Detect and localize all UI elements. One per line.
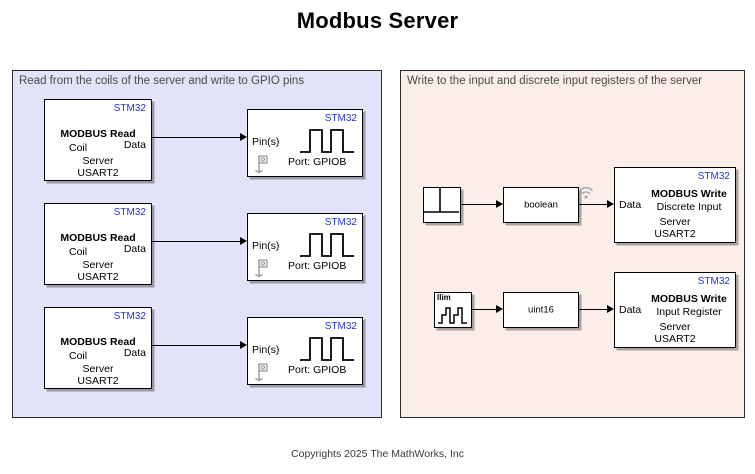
square-wave-icon bbox=[300, 129, 354, 153]
server-value: USART2 bbox=[77, 375, 119, 387]
source-label: Coil bbox=[69, 350, 88, 362]
block-title: MODBUS Write bbox=[651, 188, 727, 200]
arrowhead-boolean-in bbox=[496, 200, 503, 208]
gpio-write-block-3[interactable]: STM32 Pin(s) Port: GPIOB bbox=[247, 317, 363, 385]
repeating-sequence-stair-block[interactable]: llim bbox=[434, 292, 472, 328]
repeating-stair-icon bbox=[438, 307, 467, 324]
square-wave-icon bbox=[300, 233, 354, 257]
source-label: Coil bbox=[69, 142, 88, 154]
arrowhead-3 bbox=[240, 341, 247, 349]
output-port-data: Data bbox=[123, 347, 146, 359]
panel-left-caption: Read from the coils of the server and wr… bbox=[19, 75, 305, 87]
server-label: Server bbox=[659, 321, 691, 333]
target-label: Discrete Input bbox=[656, 201, 722, 213]
connection-line-stair-to-uint16 bbox=[472, 309, 496, 311]
modbus-write-discrete-input-block[interactable]: STM32 Data MODBUS Write Discrete Input S… bbox=[614, 167, 736, 243]
server-value: USART2 bbox=[654, 228, 696, 240]
block-title: MODBUS Read bbox=[60, 128, 136, 140]
arrowhead-2 bbox=[240, 237, 247, 245]
stm32-tag: STM32 bbox=[324, 113, 357, 124]
gpio-write-block-1[interactable]: STM32 Pin(s) Port: GPIOB bbox=[247, 109, 363, 177]
stm32-tag: STM32 bbox=[324, 217, 357, 228]
arrowhead-write-discrete-in bbox=[607, 200, 614, 208]
modbus-read-block-2[interactable]: STM32 MODBUS Read Coil Data Server USART… bbox=[44, 203, 152, 285]
converter-label: uint16 bbox=[528, 304, 554, 316]
server-label: Server bbox=[659, 216, 691, 228]
pin-flag-icon bbox=[254, 155, 268, 173]
connection-line-2 bbox=[152, 241, 240, 243]
data-type-conversion-boolean[interactable]: boolean bbox=[503, 187, 579, 223]
source-label: Coil bbox=[69, 246, 88, 258]
server-label: Server bbox=[82, 363, 114, 375]
pin-flag-icon bbox=[254, 363, 268, 381]
pin-flag-icon bbox=[254, 259, 268, 277]
output-port-data: Data bbox=[123, 139, 146, 151]
modbus-write-input-register-block[interactable]: STM32 Data MODBUS Write Input Register S… bbox=[614, 272, 736, 348]
pulse-generator-block[interactable] bbox=[423, 187, 461, 223]
stm32-tag: STM32 bbox=[697, 171, 730, 182]
input-port-data: Data bbox=[619, 199, 642, 211]
port-label: Port: GPIOB bbox=[288, 364, 347, 376]
server-label: Server bbox=[82, 259, 114, 271]
stair-limit-label: llim bbox=[437, 293, 451, 302]
port-label: Port: GPIOB bbox=[288, 260, 347, 272]
copyright-note: Copyrights 2025 The MathWorks, Inc bbox=[291, 448, 464, 460]
stm32-tag: STM32 bbox=[324, 321, 357, 332]
block-title: MODBUS Read bbox=[60, 232, 136, 244]
input-port-pins: Pin(s) bbox=[252, 344, 280, 356]
square-wave-icon bbox=[300, 337, 354, 361]
arrowhead-write-input-reg-in bbox=[607, 305, 614, 313]
connection-line-3 bbox=[152, 345, 240, 347]
stm32-tag: STM32 bbox=[113, 103, 146, 114]
stm32-tag: STM32 bbox=[113, 311, 146, 322]
panel-read-coils: Read from the coils of the server and wr… bbox=[12, 70, 382, 418]
panel-right-caption: Write to the input and discrete input re… bbox=[407, 75, 703, 87]
page-title: Modbus Server bbox=[296, 8, 459, 33]
connection-line-uint16-to-write bbox=[579, 309, 607, 311]
panel-write-registers: Write to the input and discrete input re… bbox=[400, 70, 745, 418]
target-label: Input Register bbox=[656, 306, 722, 318]
modbus-read-block-1[interactable]: STM32 MODBUS Read Coil Data Server USART… bbox=[44, 99, 152, 181]
server-value: USART2 bbox=[77, 167, 119, 179]
connection-line-boolean-to-write bbox=[579, 204, 607, 206]
server-value: USART2 bbox=[654, 333, 696, 345]
connection-line-1 bbox=[152, 137, 240, 139]
connection-line-pulse-to-boolean bbox=[461, 204, 496, 206]
block-title: MODBUS Read bbox=[60, 336, 136, 348]
input-port-pins: Pin(s) bbox=[252, 136, 280, 148]
port-label: Port: GPIOB bbox=[288, 156, 347, 168]
wireless-signal-icon bbox=[578, 187, 594, 199]
modbus-read-block-3[interactable]: STM32 MODBUS Read Coil Data Server USART… bbox=[44, 307, 152, 389]
output-port-data: Data bbox=[123, 243, 146, 255]
stm32-tag: STM32 bbox=[697, 276, 730, 287]
stm32-tag: STM32 bbox=[113, 207, 146, 218]
server-label: Server bbox=[82, 155, 114, 167]
server-value: USART2 bbox=[77, 271, 119, 283]
input-port-data: Data bbox=[619, 304, 642, 316]
converter-label: boolean bbox=[524, 199, 558, 211]
block-title: MODBUS Write bbox=[651, 293, 727, 305]
pulse-generator-icon bbox=[424, 188, 459, 213]
input-port-pins: Pin(s) bbox=[252, 240, 280, 252]
gpio-write-block-2[interactable]: STM32 Pin(s) Port: GPIOB bbox=[247, 213, 363, 281]
arrowhead-1 bbox=[240, 133, 247, 141]
data-type-conversion-uint16[interactable]: uint16 bbox=[503, 292, 579, 328]
arrowhead-uint16-in bbox=[496, 305, 503, 313]
